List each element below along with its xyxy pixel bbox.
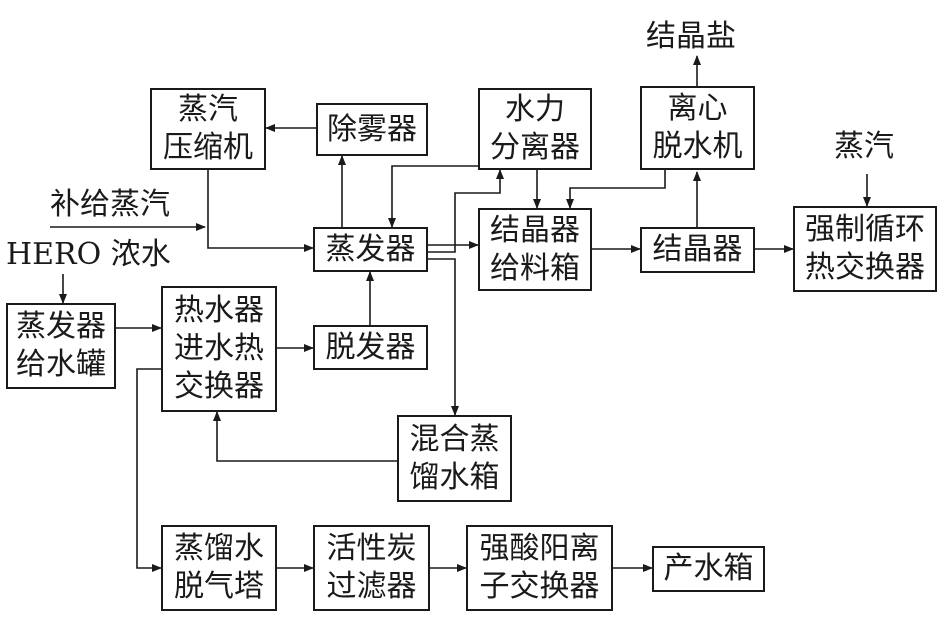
deaerator-label: 脱发器 bbox=[325, 329, 416, 365]
crystallizer-label: 结晶器 bbox=[652, 232, 743, 267]
flow-evaporator-to-mixed-tank bbox=[428, 258, 459, 416]
strong-acid-cation-exchanger-label: 强酸阳离 子交换器 bbox=[479, 531, 600, 604]
hero-concentrate-label: HERO 浓水 bbox=[6, 237, 171, 272]
crystallizer-box: 结晶器 bbox=[640, 227, 755, 273]
strong-acid-cation-exchanger-box: 强酸阳离 子交换器 bbox=[466, 525, 613, 611]
product-water-tank-label: 产水箱 bbox=[663, 551, 754, 586]
crystal-salt-label: 结晶盐 bbox=[646, 19, 736, 54]
hydro-separator-label: 水力 分离器 bbox=[490, 92, 580, 165]
steam-label: 蒸汽 bbox=[834, 129, 894, 164]
crystallizer-feed-tank-label: 结晶器 给料箱 bbox=[490, 212, 580, 286]
heater-inlet-hx-box: 热水器 进水热 交换器 bbox=[161, 286, 277, 412]
crystallizer-feed-tank-box: 结晶器 给料箱 bbox=[478, 208, 592, 291]
evaporator-box: 蒸发器 bbox=[313, 227, 428, 272]
deaerator-box: 脱发器 bbox=[313, 325, 428, 370]
makeup-steam-label: 补给蒸汽 bbox=[50, 187, 170, 222]
flow-mixed-tank-to-heater-hx bbox=[213, 411, 397, 462]
steam-compressor-label: 蒸汽 压缩机 bbox=[163, 92, 253, 165]
flow-evaporator-to-separator bbox=[428, 169, 504, 253]
flow-centrifuge-to-feed-tank bbox=[566, 170, 666, 209]
mixed-distillate-tank-label: 混合蒸 馏水箱 bbox=[409, 421, 500, 495]
flow-compressor-to-evaporator bbox=[207, 170, 314, 252]
mixed-distillate-tank-box: 混合蒸 馏水箱 bbox=[397, 415, 512, 502]
hydro-separator-box: 水力 分离器 bbox=[478, 88, 592, 170]
demister-label: 除雾器 bbox=[327, 111, 417, 147]
demister-box: 除雾器 bbox=[316, 103, 428, 156]
evaporator-feed-tank-label: 蒸发器 给水罐 bbox=[16, 309, 106, 382]
heater-inlet-hx-label: 热水器 进水热 交换器 bbox=[174, 293, 264, 404]
forced-circulation-hx-box: 强制循环 热交换器 bbox=[793, 206, 937, 292]
activated-carbon-filter-label: 活性炭 过滤器 bbox=[326, 531, 417, 604]
distillate-degas-tower-label: 蒸馏水 脱气塔 bbox=[174, 531, 264, 604]
distillate-degas-tower-box: 蒸馏水 脱气塔 bbox=[161, 525, 277, 611]
forced-circulation-hx-label: 强制循环 热交换器 bbox=[805, 212, 925, 285]
flow-heater-hx-to-degas-tower bbox=[136, 368, 162, 572]
product-water-tank-box: 产水箱 bbox=[652, 546, 765, 592]
centrifuge-label: 离心 脱水机 bbox=[652, 91, 743, 164]
centrifuge-box: 离心 脱水机 bbox=[640, 86, 755, 170]
evaporator-feed-tank-box: 蒸发器 给水罐 bbox=[6, 303, 116, 389]
steam-compressor-box: 蒸汽 压缩机 bbox=[150, 88, 266, 170]
flow-separator-to-evaporator bbox=[388, 165, 478, 228]
activated-carbon-filter-box: 活性炭 过滤器 bbox=[313, 525, 430, 611]
evaporator-label: 蒸发器 bbox=[325, 231, 416, 267]
